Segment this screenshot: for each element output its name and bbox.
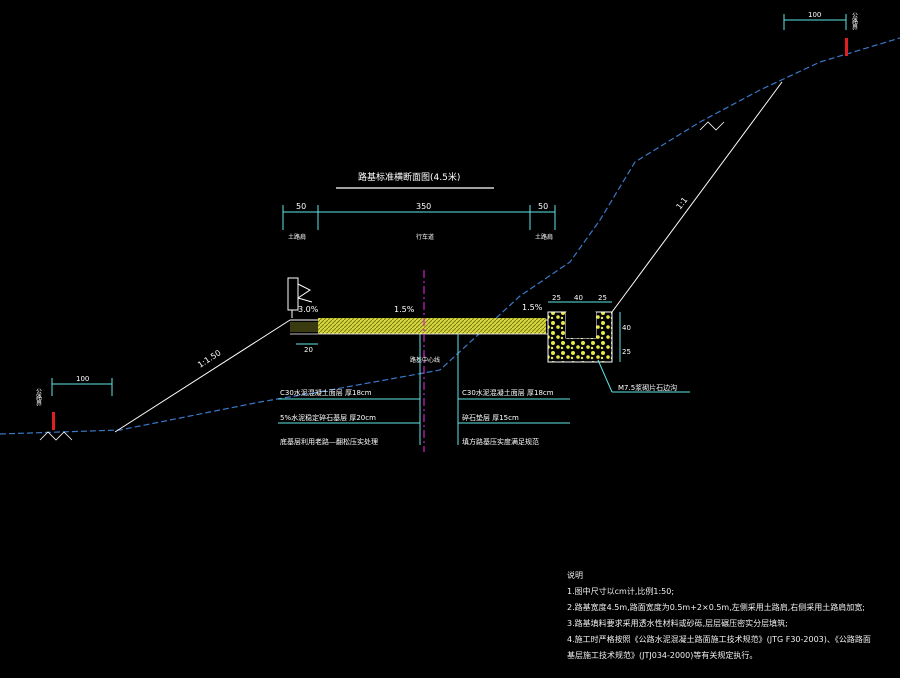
notes-block: 说明 1.图中尺寸以cm计,比例1:50; 2.路基宽度4.5m,路面宽度为0.… — [567, 568, 897, 664]
shoulder-left — [290, 322, 318, 332]
ditch-label: M7.5浆砌片石边沟 — [618, 383, 677, 392]
ditch-dim-c: 25 — [598, 294, 607, 302]
ditch-dim-b: 40 — [574, 294, 583, 302]
right-dim-100: 100 — [808, 11, 821, 19]
label-left-shoulder: 土路肩 — [288, 233, 306, 241]
slope-right: 1.5% — [522, 303, 543, 312]
original-ground-line — [0, 37, 900, 435]
right-layer-1: C30水泥混凝土面层 厚18cm — [462, 388, 554, 397]
label-right-shoulder: 土路肩 — [535, 233, 553, 241]
note-1: 1.图中尺寸以cm计,比例1:50; — [567, 587, 675, 596]
note-4: 4.施工时严格按照《公路水泥混凝土路面施工技术规范》(JTG F30-2003)… — [567, 635, 871, 644]
label-lane: 行车道 — [416, 233, 434, 241]
ratio-fill: 1:1.50 — [196, 348, 222, 369]
ditch-dim-h1: 40 — [622, 324, 631, 332]
ditch-dimension — [548, 301, 621, 362]
dim-top-left: 50 — [296, 202, 306, 211]
left-layer-2: 5%水泥稳定碎石基层 厚20cm — [280, 413, 376, 422]
dim-top-middle: 350 — [416, 202, 431, 211]
ratio-cut: 1:1 — [674, 196, 689, 212]
note-2: 2.路基宽度4.5m,路面宽度为0.5m+2×0.5m,左侧采用土路肩,右侧采用… — [567, 603, 865, 612]
drawing-title: 路基标准横断面图(4.5米) — [358, 171, 460, 183]
slope-road: 1.5% — [394, 305, 415, 314]
dim-20: 20 — [304, 346, 313, 354]
dim-top-right: 50 — [538, 202, 548, 211]
guard-post-icon — [287, 277, 313, 318]
centerline-label: 路基中心线 — [410, 356, 440, 364]
right-boundary-label: 公路界 — [851, 12, 858, 31]
slope-shoulder: 3.0% — [298, 305, 319, 314]
right-layer-3: 填方路基压实度满足规范 — [462, 437, 539, 446]
note-5: 基层施工技术规范》(JTJ034-2000)等有关规定执行。 — [567, 651, 758, 660]
left-boundary-label: 公路界 — [35, 388, 42, 407]
top-dimension — [282, 205, 556, 230]
right-boundary-marker — [783, 14, 848, 56]
pavement-layer — [318, 318, 546, 334]
left-layer-3: 底基层利用老路—翻松压实处理 — [280, 437, 378, 446]
left-dim-100: 100 — [76, 375, 89, 383]
ditch-dim-h2: 25 — [622, 348, 631, 356]
cut-slope-line — [611, 81, 783, 313]
note-3: 3.路基填料要求采用透水性材料或砂砾,层层碾压密实分层填筑; — [567, 619, 788, 628]
layer-callouts — [278, 334, 570, 445]
notes-title: 说明 — [567, 571, 583, 580]
left-layer-1: C30水泥混凝土面层 厚18cm — [280, 388, 372, 397]
left-boundary-marker — [39, 378, 113, 441]
ditch-dim-a: 25 — [552, 294, 561, 302]
right-layer-2: 碎石垫层 厚15cm — [462, 413, 519, 422]
fill-slope-line — [114, 319, 291, 433]
